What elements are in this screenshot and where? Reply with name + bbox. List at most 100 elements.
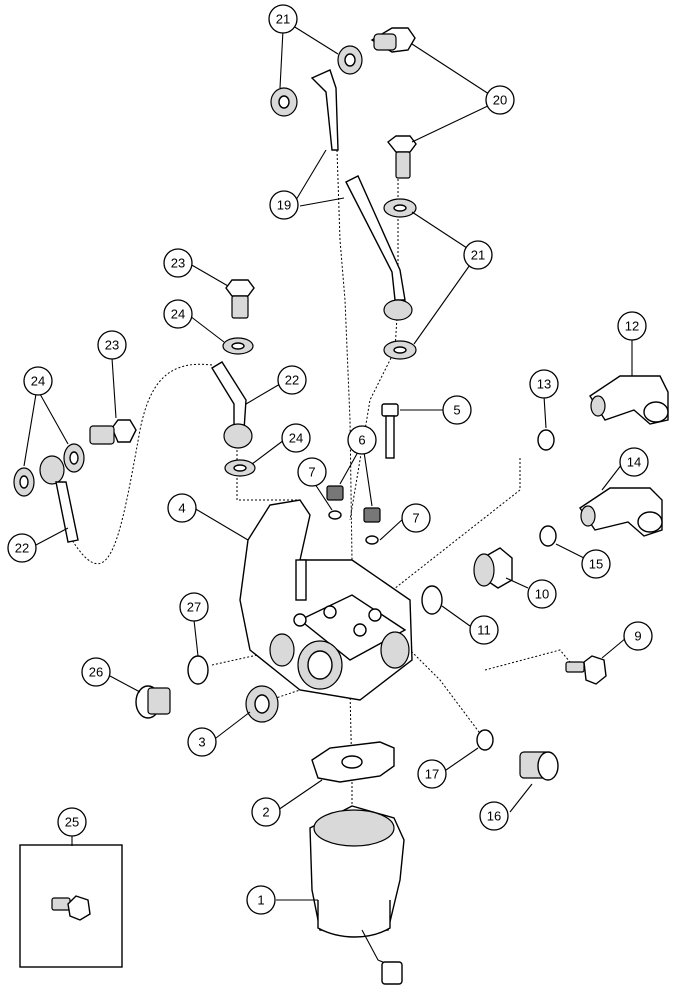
- o-ring-17: [476, 729, 494, 751]
- assembly-guide-lines: [71, 149, 576, 840]
- svg-text:23: 23: [105, 338, 119, 353]
- fuel-line-19: [310, 69, 413, 321]
- o-ring-13: [537, 429, 555, 451]
- banjo-bolt-upper: [370, 27, 416, 53]
- svg-text:26: 26: [89, 665, 103, 680]
- svg-text:7: 7: [308, 465, 315, 480]
- callout-26: 26: [81, 657, 111, 687]
- bolt-5: [381, 403, 399, 459]
- leader-lines: [23, 23, 633, 901]
- svg-text:12: 12: [625, 319, 639, 334]
- washer-24-a: [222, 337, 254, 355]
- svg-text:21: 21: [471, 248, 485, 263]
- svg-text:19: 19: [277, 198, 291, 213]
- callout-17: 17: [417, 759, 447, 789]
- callout-11: 11: [469, 615, 499, 645]
- callout-12: 12: [617, 311, 647, 341]
- callout-16: 16: [479, 801, 509, 831]
- callout-24-middle: 24: [281, 423, 311, 453]
- callout-21-mid: 21: [463, 240, 493, 270]
- svg-text:24: 24: [171, 307, 185, 322]
- svg-text:21: 21: [276, 12, 290, 27]
- callout-27: 27: [179, 592, 209, 622]
- fuel-line-22-right: [211, 361, 253, 449]
- svg-text:17: 17: [425, 767, 439, 782]
- inset-bolt-25: [51, 895, 91, 921]
- svg-text:27: 27: [187, 600, 201, 615]
- washer-24-b: [224, 459, 256, 477]
- callout-24-upper: 24: [163, 299, 193, 329]
- callout-14: 14: [619, 447, 649, 477]
- parts: [13, 27, 669, 985]
- plug-26: [135, 685, 171, 719]
- callout-22-left: 22: [7, 533, 37, 563]
- svg-text:11: 11: [477, 623, 491, 638]
- svg-text:22: 22: [15, 541, 29, 556]
- callout-25: 25: [57, 807, 87, 837]
- plug-6-left: [326, 485, 344, 520]
- elbow-fitting-12: [589, 375, 669, 425]
- o-ring-11: [421, 585, 443, 615]
- svg-text:23: 23: [171, 256, 185, 271]
- banjo-bolt-23-upper: [225, 279, 255, 319]
- svg-text:24: 24: [31, 374, 45, 389]
- callout-19: 19: [269, 190, 299, 220]
- sealing-washer-top-right: [337, 45, 363, 75]
- bolt-9: [565, 655, 607, 685]
- callout-4: 4: [167, 493, 197, 523]
- fitting-3: [245, 685, 279, 723]
- callouts: 1 2 3 4 5 6 7 7 9 10 11 12 13 14 15 16 1…: [7, 4, 653, 915]
- callout-23-upper: 23: [163, 248, 193, 278]
- callout-10: 10: [527, 579, 557, 609]
- callout-6: 6: [347, 425, 377, 455]
- banjo-bolt-23-left: [89, 419, 137, 445]
- svg-text:24: 24: [289, 431, 303, 446]
- callout-2: 2: [251, 797, 281, 827]
- svg-text:15: 15: [589, 557, 603, 572]
- elbow-fitting-14: [579, 487, 663, 537]
- callout-7-right: 7: [401, 503, 431, 533]
- gasket-2: [311, 741, 395, 783]
- fuel-line-22-left: [39, 455, 79, 543]
- callout-9: 9: [623, 621, 653, 651]
- svg-text:3: 3: [198, 735, 205, 750]
- callout-5: 5: [442, 395, 472, 425]
- callout-20: 20: [485, 85, 515, 115]
- banjo-bolt-middle: [387, 135, 417, 179]
- svg-text:25: 25: [65, 815, 79, 830]
- callout-21-top: 21: [268, 4, 298, 34]
- svg-text:9: 9: [634, 629, 641, 644]
- washer-24-d: [63, 443, 85, 473]
- callout-22-right: 22: [277, 365, 307, 395]
- callout-24-left: 24: [23, 366, 53, 396]
- svg-text:20: 20: [493, 93, 507, 108]
- svg-text:1: 1: [257, 893, 264, 908]
- svg-text:14: 14: [627, 455, 641, 470]
- plug-10: [473, 547, 513, 589]
- svg-text:13: 13: [537, 377, 551, 392]
- callout-3: 3: [187, 727, 217, 757]
- callout-23-left: 23: [97, 330, 127, 360]
- svg-text:2: 2: [262, 805, 269, 820]
- sealing-washer-mid: [383, 198, 417, 218]
- callout-1: 1: [246, 885, 276, 915]
- svg-text:4: 4: [178, 501, 185, 516]
- filter-bowl-1: [309, 805, 405, 985]
- svg-text:7: 7: [412, 511, 419, 526]
- sealing-washer-lower: [383, 340, 417, 360]
- callout-7-left: 7: [297, 457, 327, 487]
- svg-text:10: 10: [535, 587, 549, 602]
- svg-text:6: 6: [358, 433, 365, 448]
- washer-24-c: [13, 467, 35, 497]
- plug-16: [519, 751, 559, 781]
- sealing-washer-top-left: [270, 87, 298, 117]
- o-ring-27: [187, 655, 209, 685]
- filter-head-housing-4: [239, 499, 413, 701]
- callout-15: 15: [581, 549, 611, 579]
- svg-text:16: 16: [487, 809, 501, 824]
- o-ring-15: [539, 525, 557, 547]
- plug-6-right: [363, 507, 381, 545]
- svg-text:22: 22: [285, 373, 299, 388]
- svg-text:5: 5: [453, 403, 460, 418]
